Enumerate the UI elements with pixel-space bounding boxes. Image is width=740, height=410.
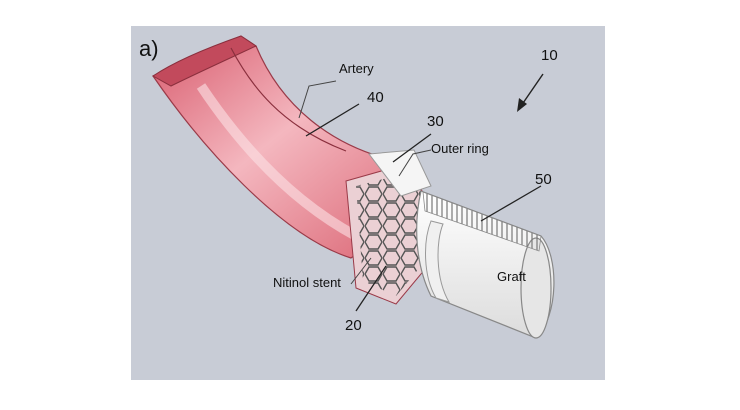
graft-junction-ring: [425, 220, 451, 303]
leader-10: [520, 73, 544, 107]
leader-30: [392, 133, 432, 163]
leader-40: [305, 103, 360, 137]
artery-opening: [152, 35, 258, 87]
panel-label: a): [139, 36, 159, 61]
nitinol-stent-mesh: [356, 172, 431, 296]
label-artery: Artery: [339, 61, 374, 76]
number-50: 50: [535, 171, 552, 188]
graft-ribs: [422, 191, 542, 252]
label-graft: Graft: [497, 269, 526, 284]
number-30: 30: [427, 113, 444, 130]
label-outer-ring: Outer ring: [431, 141, 489, 156]
artery-graft-illustration: [152, 35, 555, 339]
number-10: 10: [541, 47, 558, 64]
leader-artery: [298, 80, 337, 119]
leader-stent: [350, 257, 372, 285]
number-40: 40: [367, 89, 384, 106]
leader-50: [480, 185, 542, 222]
outer-ring: [368, 149, 432, 197]
artery-highlight: [196, 83, 359, 241]
leader-20: [355, 265, 387, 312]
number-20: 20: [345, 317, 362, 334]
leader-outer-ring: [398, 149, 432, 177]
graft-end: [520, 237, 552, 339]
label-nitinol-stent: Nitinol stent: [273, 275, 341, 290]
artery-inner-wall: [230, 47, 347, 152]
arrow-head-10: [517, 98, 527, 112]
device-figure: a) Artery 40 30 Outer ring 50 10 Graft N…: [131, 26, 605, 380]
